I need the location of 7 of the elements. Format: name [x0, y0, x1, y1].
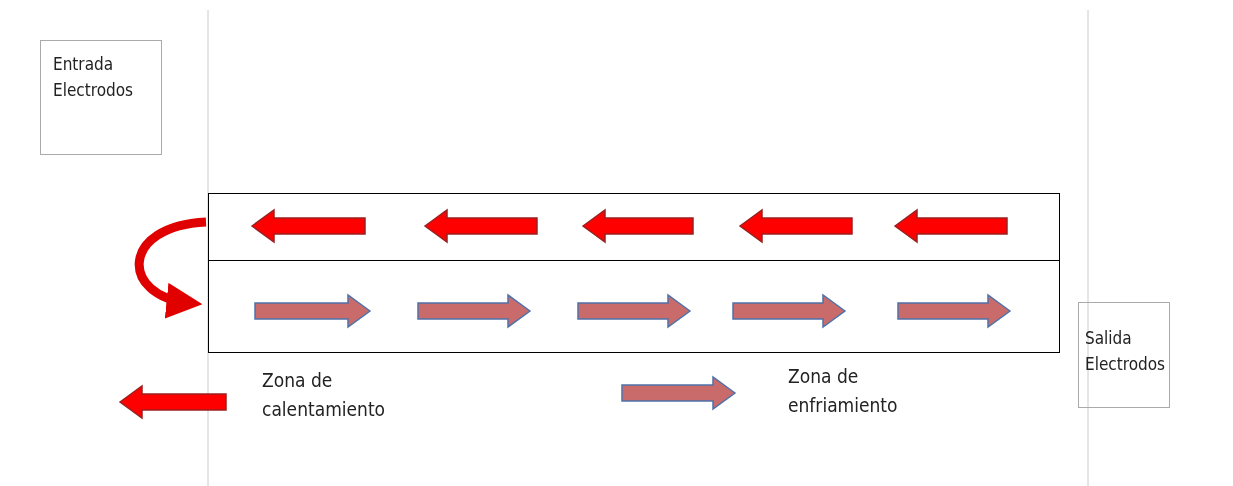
heating-lane	[208, 193, 1060, 261]
input-box: Entrada Electrodos	[40, 40, 162, 155]
output-box: Salida Electrodos	[1078, 302, 1170, 408]
cooling-lane	[208, 260, 1060, 353]
legend-label: Zona de enfriamiento	[788, 364, 899, 419]
legend-label: Zona de calentamiento	[262, 368, 387, 423]
curved-arrow	[134, 217, 207, 317]
